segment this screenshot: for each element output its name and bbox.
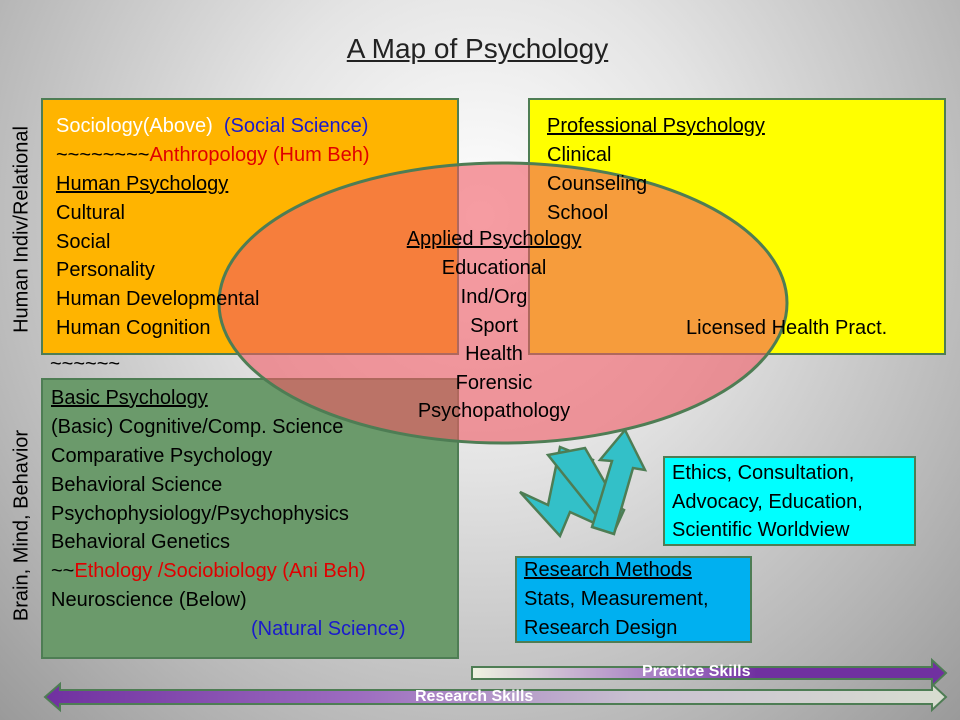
professional-heading: Professional Psychology [547, 115, 765, 137]
professional-item: Counseling [547, 173, 648, 195]
applied-item: Psychopathology [417, 400, 571, 422]
human-item: Cultural [56, 202, 125, 224]
professional-item: Clinical [547, 144, 612, 166]
research-methods-box [515, 556, 752, 643]
professional-item: School [547, 202, 609, 224]
neuroscience-label: Neuroscience (Below) [51, 589, 247, 611]
human-item: Human Developmental [56, 288, 260, 310]
applied-item: Health [465, 343, 523, 365]
applied-psychology-ellipse [217, 161, 789, 445]
ethics-line: Advocacy, Education, [672, 491, 863, 513]
human-item: Social [56, 231, 111, 253]
practice-skills-label: Practice Skills [642, 663, 751, 680]
practice-skills-arrow [471, 657, 948, 689]
natural-science-label: (Natural Science) [251, 618, 406, 640]
cycle-arrows-icon [519, 427, 648, 539]
basic-item: Comparative Psychology [51, 445, 273, 467]
basic-item: Behavioral Science [51, 474, 223, 496]
basic-item: (Basic) Cognitive/Comp. Science [51, 416, 344, 438]
ethology-label: Ethology /Sociobiology (Ani Beh) [74, 560, 366, 582]
ethics-line: Ethics, Consultation, [672, 462, 855, 484]
tilde-prefix: ~~~~~~~~ [56, 144, 150, 166]
applied-heading: Applied Psychology [406, 228, 582, 250]
human-item: Personality [56, 259, 155, 281]
anthropology-line: ~~~~~~~~Anthropology (Hum Beh) [56, 141, 370, 170]
basic-heading: Basic Psychology [51, 387, 208, 409]
sociology-line: Sociology(Above) (Social Science) [56, 112, 368, 141]
ethics-line: Scientific Worldview [672, 519, 850, 541]
applied-item: Ind/Org [460, 286, 528, 308]
ethology-line: ~~Ethology /Sociobiology (Ani Beh) [51, 557, 366, 586]
applied-item: Sport [470, 315, 518, 337]
research-methods-heading: Research Methods [524, 559, 692, 581]
separator: ~~~~~~ [50, 353, 121, 375]
licensed-label: Licensed Health Pract. [686, 317, 888, 339]
research-skills-arrow [43, 681, 948, 713]
research-line: Research Design [524, 617, 678, 639]
basic-item: Behavioral Genetics [51, 531, 230, 553]
sociology-label: Sociology(Above) [56, 115, 213, 137]
applied-item: Forensic [455, 372, 533, 394]
page-title: A Map of Psychology [346, 33, 609, 64]
anthropology-label: Anthropology (Hum Beh) [149, 144, 370, 166]
applied-item: Educational [441, 257, 547, 279]
basic-item: Psychophysiology/Psychophysics [51, 503, 349, 525]
social-science-label: (Social Science) [223, 115, 369, 137]
research-line: Stats, Measurement, [524, 588, 709, 610]
human-psychology-heading: Human Psychology [56, 173, 229, 195]
human-item: Human Cognition [56, 317, 211, 339]
ethics-box [663, 456, 916, 546]
tilde-prefix: ~~ [51, 560, 75, 582]
research-skills-label: Research Skills [415, 688, 534, 705]
